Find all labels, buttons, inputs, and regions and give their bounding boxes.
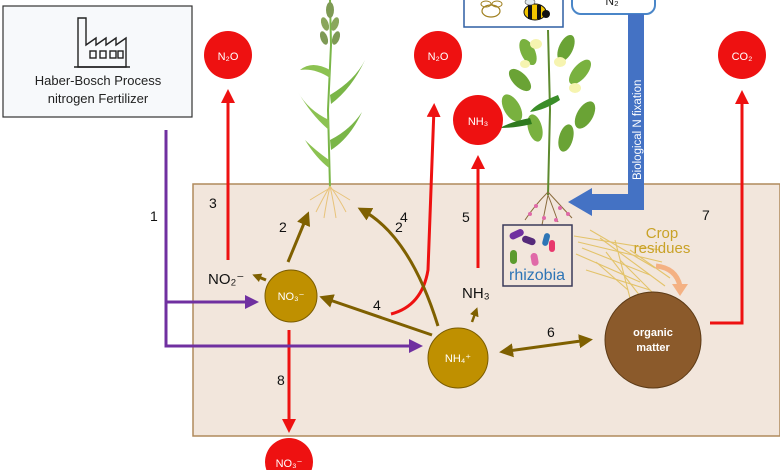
step-3: 3 (209, 195, 217, 211)
nh3-emission: NH₃ (453, 95, 503, 145)
rhizobia-box: rhizobia (502, 224, 573, 287)
wheat-plant (298, 0, 365, 189)
step-2a: 2 (279, 219, 287, 235)
n2-label: N₂ (605, 0, 619, 8)
n2o-mid-label: N₂O (428, 51, 449, 63)
arrow-nh4-to-no3 (319, 294, 433, 337)
arrow-nh4-plant-uptake (357, 207, 440, 327)
legume-plant (500, 29, 596, 196)
factory-icon (74, 17, 130, 68)
bio-fixation-label: Biological N fixation (632, 80, 644, 180)
step-2b: 2 (395, 219, 403, 235)
crop-residues-label-2: residues (634, 240, 691, 257)
n2o-left-label: N₂O (218, 51, 239, 63)
co2-label: CO₂ (732, 51, 753, 63)
step-6: 6 (547, 324, 555, 340)
bacteria-icon (509, 229, 555, 266)
step-8: 8 (277, 372, 285, 388)
pollinator-box (463, 0, 564, 28)
step-1: 1 (150, 208, 158, 224)
no3-soil-pool: NO₃⁻ (264, 269, 318, 323)
haber-bosch-title: Haber-Bosch Process (35, 73, 162, 88)
bee-icon (480, 0, 503, 18)
crop-residues-label-1: Crop (646, 225, 679, 242)
n2o-emission-left: N₂O (204, 31, 252, 79)
no3-leaching-node: NO₃⁻ (265, 438, 313, 470)
n2o-emission-mid: N₂O (414, 31, 462, 79)
arrow-no3-to-n2o (390, 103, 441, 316)
co2-emission: CO₂ (718, 31, 766, 79)
arrow-nh4-to-nh3 (470, 307, 479, 323)
arrow-fertilizer-to-nh4 (164, 300, 423, 353)
haber-bosch-subtitle: nitrogen Fertilizer (48, 91, 149, 106)
arrow-nh4-organic-exchange (499, 334, 593, 358)
step-7: 7 (702, 207, 710, 223)
biological-fixation-arrow: Biological N fixation (568, 14, 644, 216)
rhizobia-label: rhizobia (509, 267, 565, 284)
step-4b: 4 (373, 297, 381, 313)
nh3-soil-label: NH₃ (462, 285, 490, 302)
nh4-soil-label: NH₄⁺ (445, 353, 471, 365)
residue-to-organic-arrow (655, 263, 683, 287)
n2-fixation-box: N₂ (571, 0, 656, 15)
nh4-soil-pool: NH₄⁺ (427, 327, 489, 389)
organic-label-2: matter (636, 342, 670, 354)
root-nodules (528, 204, 570, 222)
no2-label: NO₂⁻ (208, 271, 244, 288)
wheat-roots (309, 185, 351, 219)
arrow-no3-to-no2 (252, 273, 267, 283)
arrow-no3-plant-uptake (286, 211, 311, 263)
bumblebee-icon (523, 0, 550, 21)
organic-matter-pool: organic matter (604, 291, 702, 389)
organic-label-1: organic (633, 327, 673, 339)
nh3-gas-label: NH₃ (468, 116, 488, 128)
arrow-organic-to-co2 (710, 90, 749, 325)
no3-leach-label: NO₃⁻ (276, 458, 303, 470)
step-5: 5 (462, 209, 470, 225)
step-4a: 4 (400, 209, 408, 225)
haber-bosch-box: Haber-Bosch Process nitrogen Fertilizer (2, 5, 193, 118)
no3-soil-label: NO₃⁻ (278, 291, 305, 303)
